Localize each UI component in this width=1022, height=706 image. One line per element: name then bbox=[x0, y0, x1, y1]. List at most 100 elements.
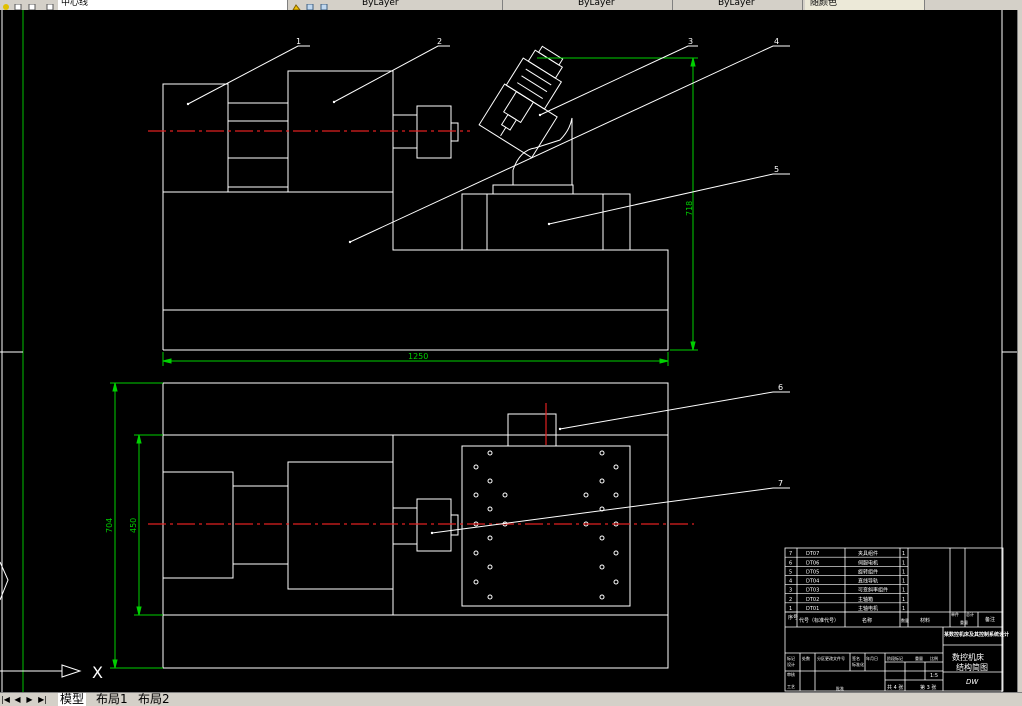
parts-cell-qty: 1 bbox=[902, 606, 905, 612]
parts-cell-name: 伺服电机 bbox=[858, 559, 878, 566]
hdr-remark: 备注 bbox=[985, 616, 995, 623]
leader-dot-7 bbox=[430, 531, 434, 535]
make-current-icon[interactable] bbox=[292, 0, 301, 10]
linetype-combo[interactable]: ByLayer bbox=[505, 0, 673, 10]
lineweight-combo[interactable]: ByLayer bbox=[675, 0, 803, 10]
hdr-weight: 重量 bbox=[960, 619, 968, 625]
tab-model[interactable]: 模型 bbox=[58, 692, 87, 706]
layer-lock-icon[interactable] bbox=[28, 0, 37, 10]
parts-cell-no: 1 bbox=[789, 606, 792, 612]
rev-label-1: 标记 bbox=[787, 655, 795, 661]
parts-cell-qty: 1 bbox=[902, 551, 905, 557]
table-hole bbox=[487, 564, 493, 570]
right-scroll-strip[interactable] bbox=[1017, 10, 1022, 692]
parts-cell-no: 2 bbox=[789, 597, 792, 603]
parts-cell-name: 夹具组件 bbox=[858, 550, 878, 557]
color-combo-value: ByLayer bbox=[362, 0, 399, 8]
table-hole bbox=[487, 506, 493, 512]
top-leaders bbox=[431, 391, 790, 534]
layer-color-icon[interactable] bbox=[46, 0, 55, 10]
sheets-total: 共 4 张 bbox=[887, 684, 903, 691]
table-hole bbox=[613, 579, 619, 585]
plotstyle-combo[interactable]: 随颜色 bbox=[805, 0, 925, 10]
hdr-qty: 数量 bbox=[901, 617, 909, 623]
tab-layout1[interactable]: 布局1 bbox=[96, 692, 128, 706]
callout-4: 4 bbox=[774, 37, 779, 46]
table-hole bbox=[599, 594, 605, 600]
parts-cell-qty: 1 bbox=[902, 588, 905, 594]
callout-1: 1 bbox=[296, 37, 301, 46]
parts-cell-name: 主轴电机 bbox=[858, 605, 878, 612]
dim-width-top: 1250 bbox=[408, 352, 428, 361]
parts-cell-qty: 1 bbox=[902, 569, 905, 575]
color-combo[interactable]: ByLayer bbox=[345, 0, 503, 10]
top-view bbox=[162, 382, 669, 669]
table-holes bbox=[473, 450, 619, 600]
parts-cell-name: 旋转组件 bbox=[858, 568, 878, 575]
role-standard: 标准化 bbox=[852, 661, 864, 667]
last-tab-button[interactable]: ▶| bbox=[38, 695, 47, 704]
front-leader-dots bbox=[186, 100, 551, 244]
parts-cell-no: 3 bbox=[789, 588, 792, 594]
table-hole bbox=[487, 535, 493, 541]
dim-height-inner: 450 bbox=[129, 518, 138, 533]
hdr-total: 总计 bbox=[966, 611, 974, 617]
scale-label: 比例 bbox=[930, 655, 938, 661]
first-tab-button[interactable]: |◀ bbox=[1, 695, 10, 704]
properties-toolbar: 中心线 ByLayer ByLayer ByLayer 随颜色 bbox=[0, 0, 1022, 11]
rev-label-2: 处数 bbox=[802, 655, 810, 661]
table-hole bbox=[473, 464, 479, 470]
parts-cell-name: 可变斜率组件 bbox=[858, 587, 888, 594]
table-hole bbox=[473, 550, 479, 556]
leader-dot-6 bbox=[558, 427, 562, 431]
table-hole bbox=[487, 594, 493, 600]
plotstyle-combo-value: 随颜色 bbox=[810, 0, 838, 8]
role-design: 设计 bbox=[787, 661, 795, 667]
front-leaders bbox=[187, 45, 790, 243]
stage-label: 阶段标记 bbox=[887, 655, 903, 661]
drawing-canvas[interactable]: 1250 718 1 2 3 4 5 bbox=[0, 10, 1017, 692]
role-process: 工艺 bbox=[787, 684, 795, 689]
layer-previous-icon[interactable] bbox=[306, 0, 315, 10]
front-view bbox=[162, 45, 669, 351]
hdr-name: 名称 bbox=[862, 617, 872, 624]
table-hole bbox=[473, 492, 479, 498]
dim-height-top: 718 bbox=[685, 201, 694, 216]
table-hole bbox=[613, 492, 619, 498]
layer-combo[interactable]: 中心线 bbox=[58, 0, 288, 10]
layer-state-icon[interactable] bbox=[2, 0, 11, 10]
callout-5: 5 bbox=[774, 165, 779, 174]
layer-props-icon[interactable] bbox=[14, 0, 23, 10]
drawing-name-2: 结构简图 bbox=[956, 662, 988, 672]
role-review: 审核 bbox=[787, 671, 795, 677]
table-hole bbox=[599, 450, 605, 456]
layer-tool-icon[interactable] bbox=[320, 0, 329, 10]
layer-name: 中心线 bbox=[61, 0, 89, 8]
rev-label-5: 签名 bbox=[852, 655, 860, 661]
table-hole bbox=[502, 492, 508, 498]
parts-cell-no: 4 bbox=[789, 579, 792, 585]
scale-value: 1:5 bbox=[930, 673, 938, 679]
parts-cell-code: DT03 bbox=[806, 588, 819, 594]
role-approve: 批准 bbox=[836, 685, 844, 691]
tab-layout2[interactable]: 布局2 bbox=[138, 692, 170, 706]
table-hole bbox=[599, 564, 605, 570]
ucs-icon bbox=[0, 561, 82, 678]
front-dimensions bbox=[162, 57, 698, 366]
parts-cell-qty: 1 bbox=[902, 560, 905, 566]
top-dimensions bbox=[110, 382, 163, 669]
parts-cell-code: DT07 bbox=[806, 551, 819, 557]
callout-6: 6 bbox=[778, 383, 783, 392]
next-tab-button[interactable]: ▶ bbox=[26, 695, 33, 704]
title-block-text: 序号 代号（标准代号） 名称 数量 材料 单件 总计 重量 备注 某数控机床及其… bbox=[787, 611, 1009, 691]
table-hole bbox=[599, 535, 605, 541]
parts-cell-name: 直线导轨 bbox=[858, 578, 878, 585]
rev-label-6: 年月日 bbox=[866, 655, 878, 661]
table-hole bbox=[487, 450, 493, 456]
parts-cell-code: DT05 bbox=[806, 569, 819, 575]
ucs-x-label: X bbox=[92, 663, 103, 682]
parts-cell-no: 5 bbox=[789, 569, 792, 575]
dim-height-outer: 704 bbox=[105, 518, 114, 533]
prev-tab-button[interactable]: ◀ bbox=[14, 695, 21, 704]
